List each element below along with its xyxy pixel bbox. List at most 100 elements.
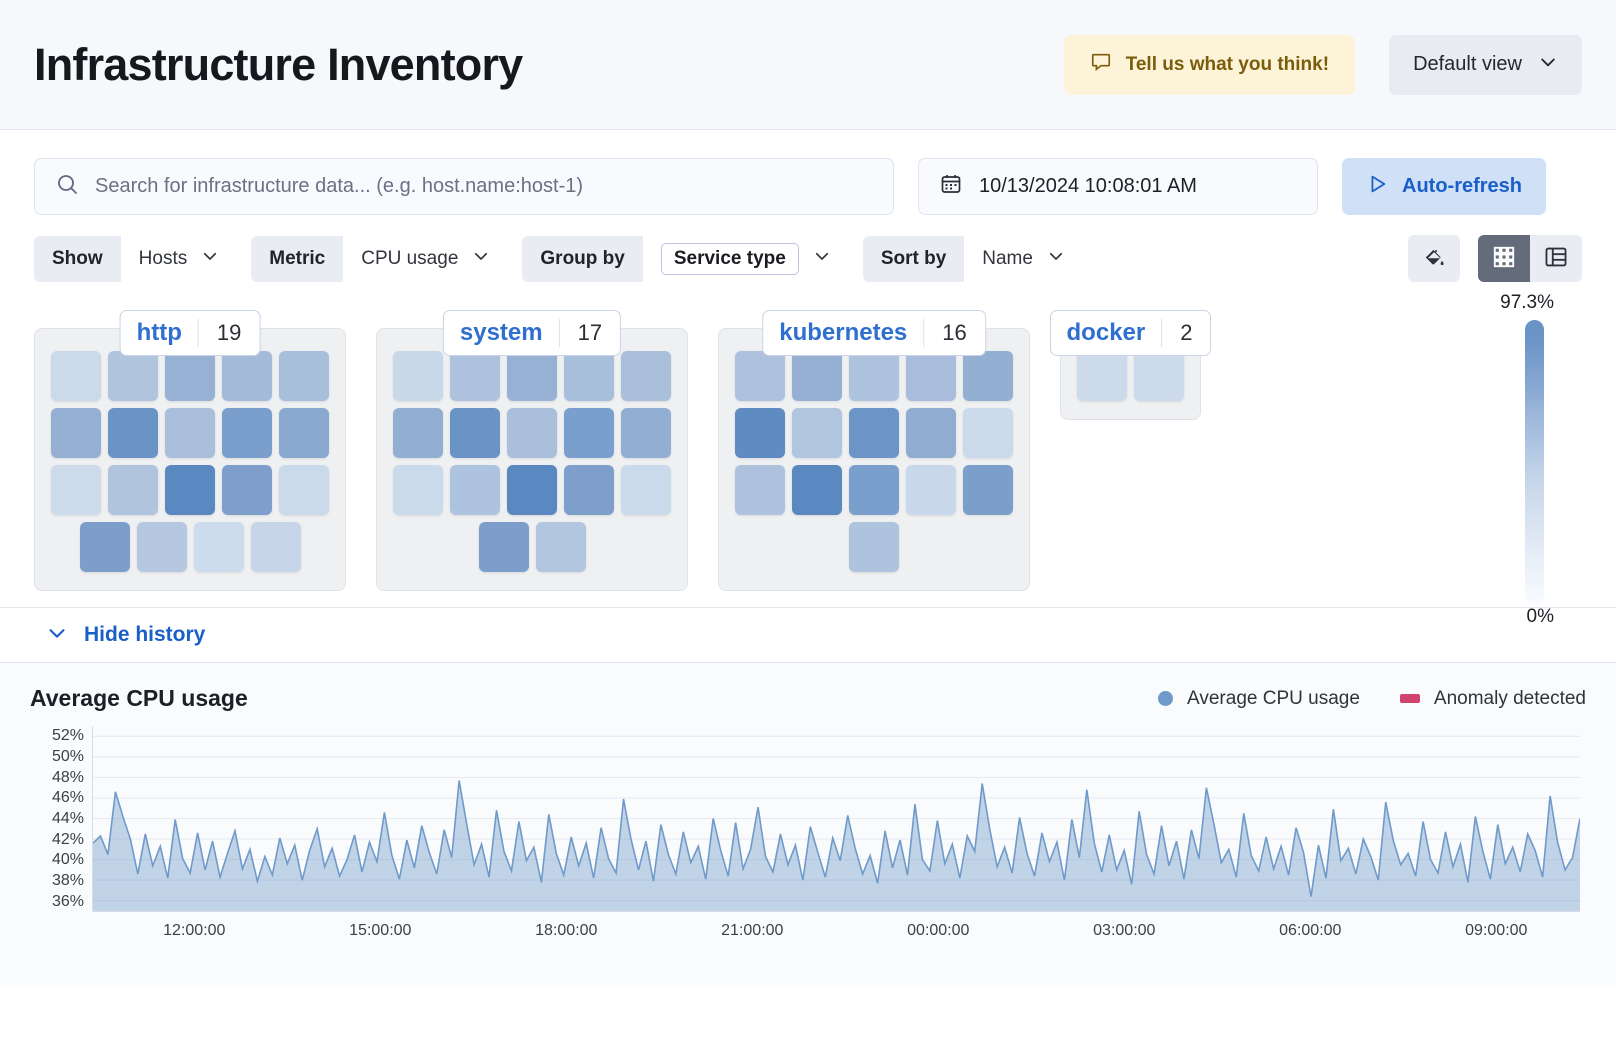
host-tile[interactable] <box>393 465 443 515</box>
grid-view-icon <box>1491 244 1517 273</box>
filter-sortby-value[interactable]: Name <box>964 235 1081 282</box>
color-fill-icon <box>1422 245 1446 272</box>
host-tile[interactable] <box>165 465 215 515</box>
host-tile[interactable] <box>792 465 842 515</box>
chart-header: Average CPU usage Average CPU usage Anom… <box>30 685 1586 712</box>
host-tile[interactable] <box>507 465 557 515</box>
host-tile[interactable] <box>535 522 586 572</box>
host-tile[interactable] <box>165 351 215 401</box>
chart-area-fill <box>93 780 1580 911</box>
host-tile[interactable] <box>279 351 329 401</box>
chevron-down-icon <box>1538 52 1558 78</box>
search-input[interactable]: Search for infrastructure data... (e.g. … <box>34 158 894 215</box>
tile-row <box>735 351 1013 401</box>
tile-row <box>51 408 329 458</box>
filter-groupby-label: Group by <box>522 235 643 282</box>
host-tile[interactable] <box>1077 351 1127 401</box>
host-tile[interactable] <box>621 465 671 515</box>
host-tile[interactable] <box>906 351 956 401</box>
host-tile[interactable] <box>564 351 614 401</box>
host-tile[interactable] <box>51 465 101 515</box>
host-tile[interactable] <box>51 351 101 401</box>
group-name: docker <box>1066 319 1146 346</box>
color-fill-button[interactable] <box>1408 235 1460 282</box>
group-count: 16 <box>923 319 984 347</box>
feedback-button[interactable]: Tell us what you think! <box>1063 34 1356 95</box>
filter-groupby-value-text: Service type <box>660 242 799 275</box>
host-tile[interactable] <box>906 465 956 515</box>
host-tile[interactable] <box>849 465 899 515</box>
group-name: system <box>459 319 543 346</box>
table-view-button[interactable] <box>1530 235 1582 282</box>
host-tile[interactable] <box>108 465 158 515</box>
y-tick-label: 36% <box>51 892 84 910</box>
host-tile[interactable] <box>136 522 187 572</box>
host-tile[interactable] <box>108 408 158 458</box>
auto-refresh-button[interactable]: Auto-refresh <box>1342 158 1547 215</box>
filter-show-value[interactable]: Hosts <box>120 235 236 282</box>
host-tile[interactable] <box>963 351 1013 401</box>
host-tile[interactable] <box>450 351 500 401</box>
feedback-label: Tell us what you think! <box>1125 53 1330 75</box>
host-tile[interactable] <box>250 522 301 572</box>
host-tile[interactable] <box>222 465 272 515</box>
header-actions: Tell us what you think! Default view <box>1063 34 1582 95</box>
host-tile[interactable] <box>393 408 443 458</box>
chevron-down-icon <box>472 247 490 271</box>
host-tile[interactable] <box>792 351 842 401</box>
host-tile[interactable] <box>564 465 614 515</box>
chart-canvas[interactable] <box>92 726 1580 912</box>
host-tile[interactable] <box>792 408 842 458</box>
grid-view-button[interactable] <box>1478 235 1530 282</box>
tile-row <box>393 351 671 401</box>
hide-history-bar[interactable]: Hide history <box>0 607 1616 663</box>
date-picker[interactable]: 10/13/2024 10:08:01 AM <box>918 158 1318 215</box>
host-tile[interactable] <box>79 522 130 572</box>
host-tile[interactable] <box>735 408 785 458</box>
group-count: 19 <box>197 319 259 347</box>
y-tick-label: 46% <box>51 789 84 807</box>
filter-metric-value[interactable]: CPU usage <box>343 235 507 282</box>
host-tile[interactable] <box>564 408 614 458</box>
host-tile[interactable] <box>849 351 899 401</box>
host-tile[interactable] <box>1134 351 1184 401</box>
host-tile[interactable] <box>906 408 956 458</box>
host-tile[interactable] <box>165 408 215 458</box>
filter-sortby-label: Sort by <box>862 235 965 282</box>
default-view-button[interactable]: Default view <box>1389 34 1582 95</box>
host-tile[interactable] <box>963 408 1013 458</box>
tile-row <box>393 408 671 458</box>
host-tile[interactable] <box>108 351 158 401</box>
host-tile[interactable] <box>621 408 671 458</box>
auto-refresh-label: Auto-refresh <box>1402 175 1523 197</box>
host-tile[interactable] <box>279 465 329 515</box>
host-tile[interactable] <box>849 408 899 458</box>
host-tile[interactable] <box>621 351 671 401</box>
x-tick-label: 06:00:00 <box>1279 922 1342 939</box>
host-tile[interactable] <box>507 351 557 401</box>
host-tile[interactable] <box>735 465 785 515</box>
host-tile[interactable] <box>279 408 329 458</box>
host-tile[interactable] <box>849 522 899 572</box>
search-placeholder: Search for infrastructure data... (e.g. … <box>95 175 584 197</box>
filter-groupby-value[interactable]: Service type <box>642 235 847 282</box>
host-tile[interactable] <box>507 408 557 458</box>
host-tile[interactable] <box>963 465 1013 515</box>
controls-area: Search for infrastructure data... (e.g. … <box>0 130 1616 282</box>
host-tile[interactable] <box>450 465 500 515</box>
host-tile[interactable] <box>193 522 244 572</box>
host-tile[interactable] <box>222 351 272 401</box>
host-tile[interactable] <box>735 351 785 401</box>
legend-max-label: 97.3% <box>1500 292 1554 313</box>
host-tile[interactable] <box>450 408 500 458</box>
host-tile[interactable] <box>393 351 443 401</box>
host-tile[interactable] <box>222 408 272 458</box>
host-tile[interactable] <box>478 522 529 572</box>
host-tile[interactable] <box>51 408 101 458</box>
